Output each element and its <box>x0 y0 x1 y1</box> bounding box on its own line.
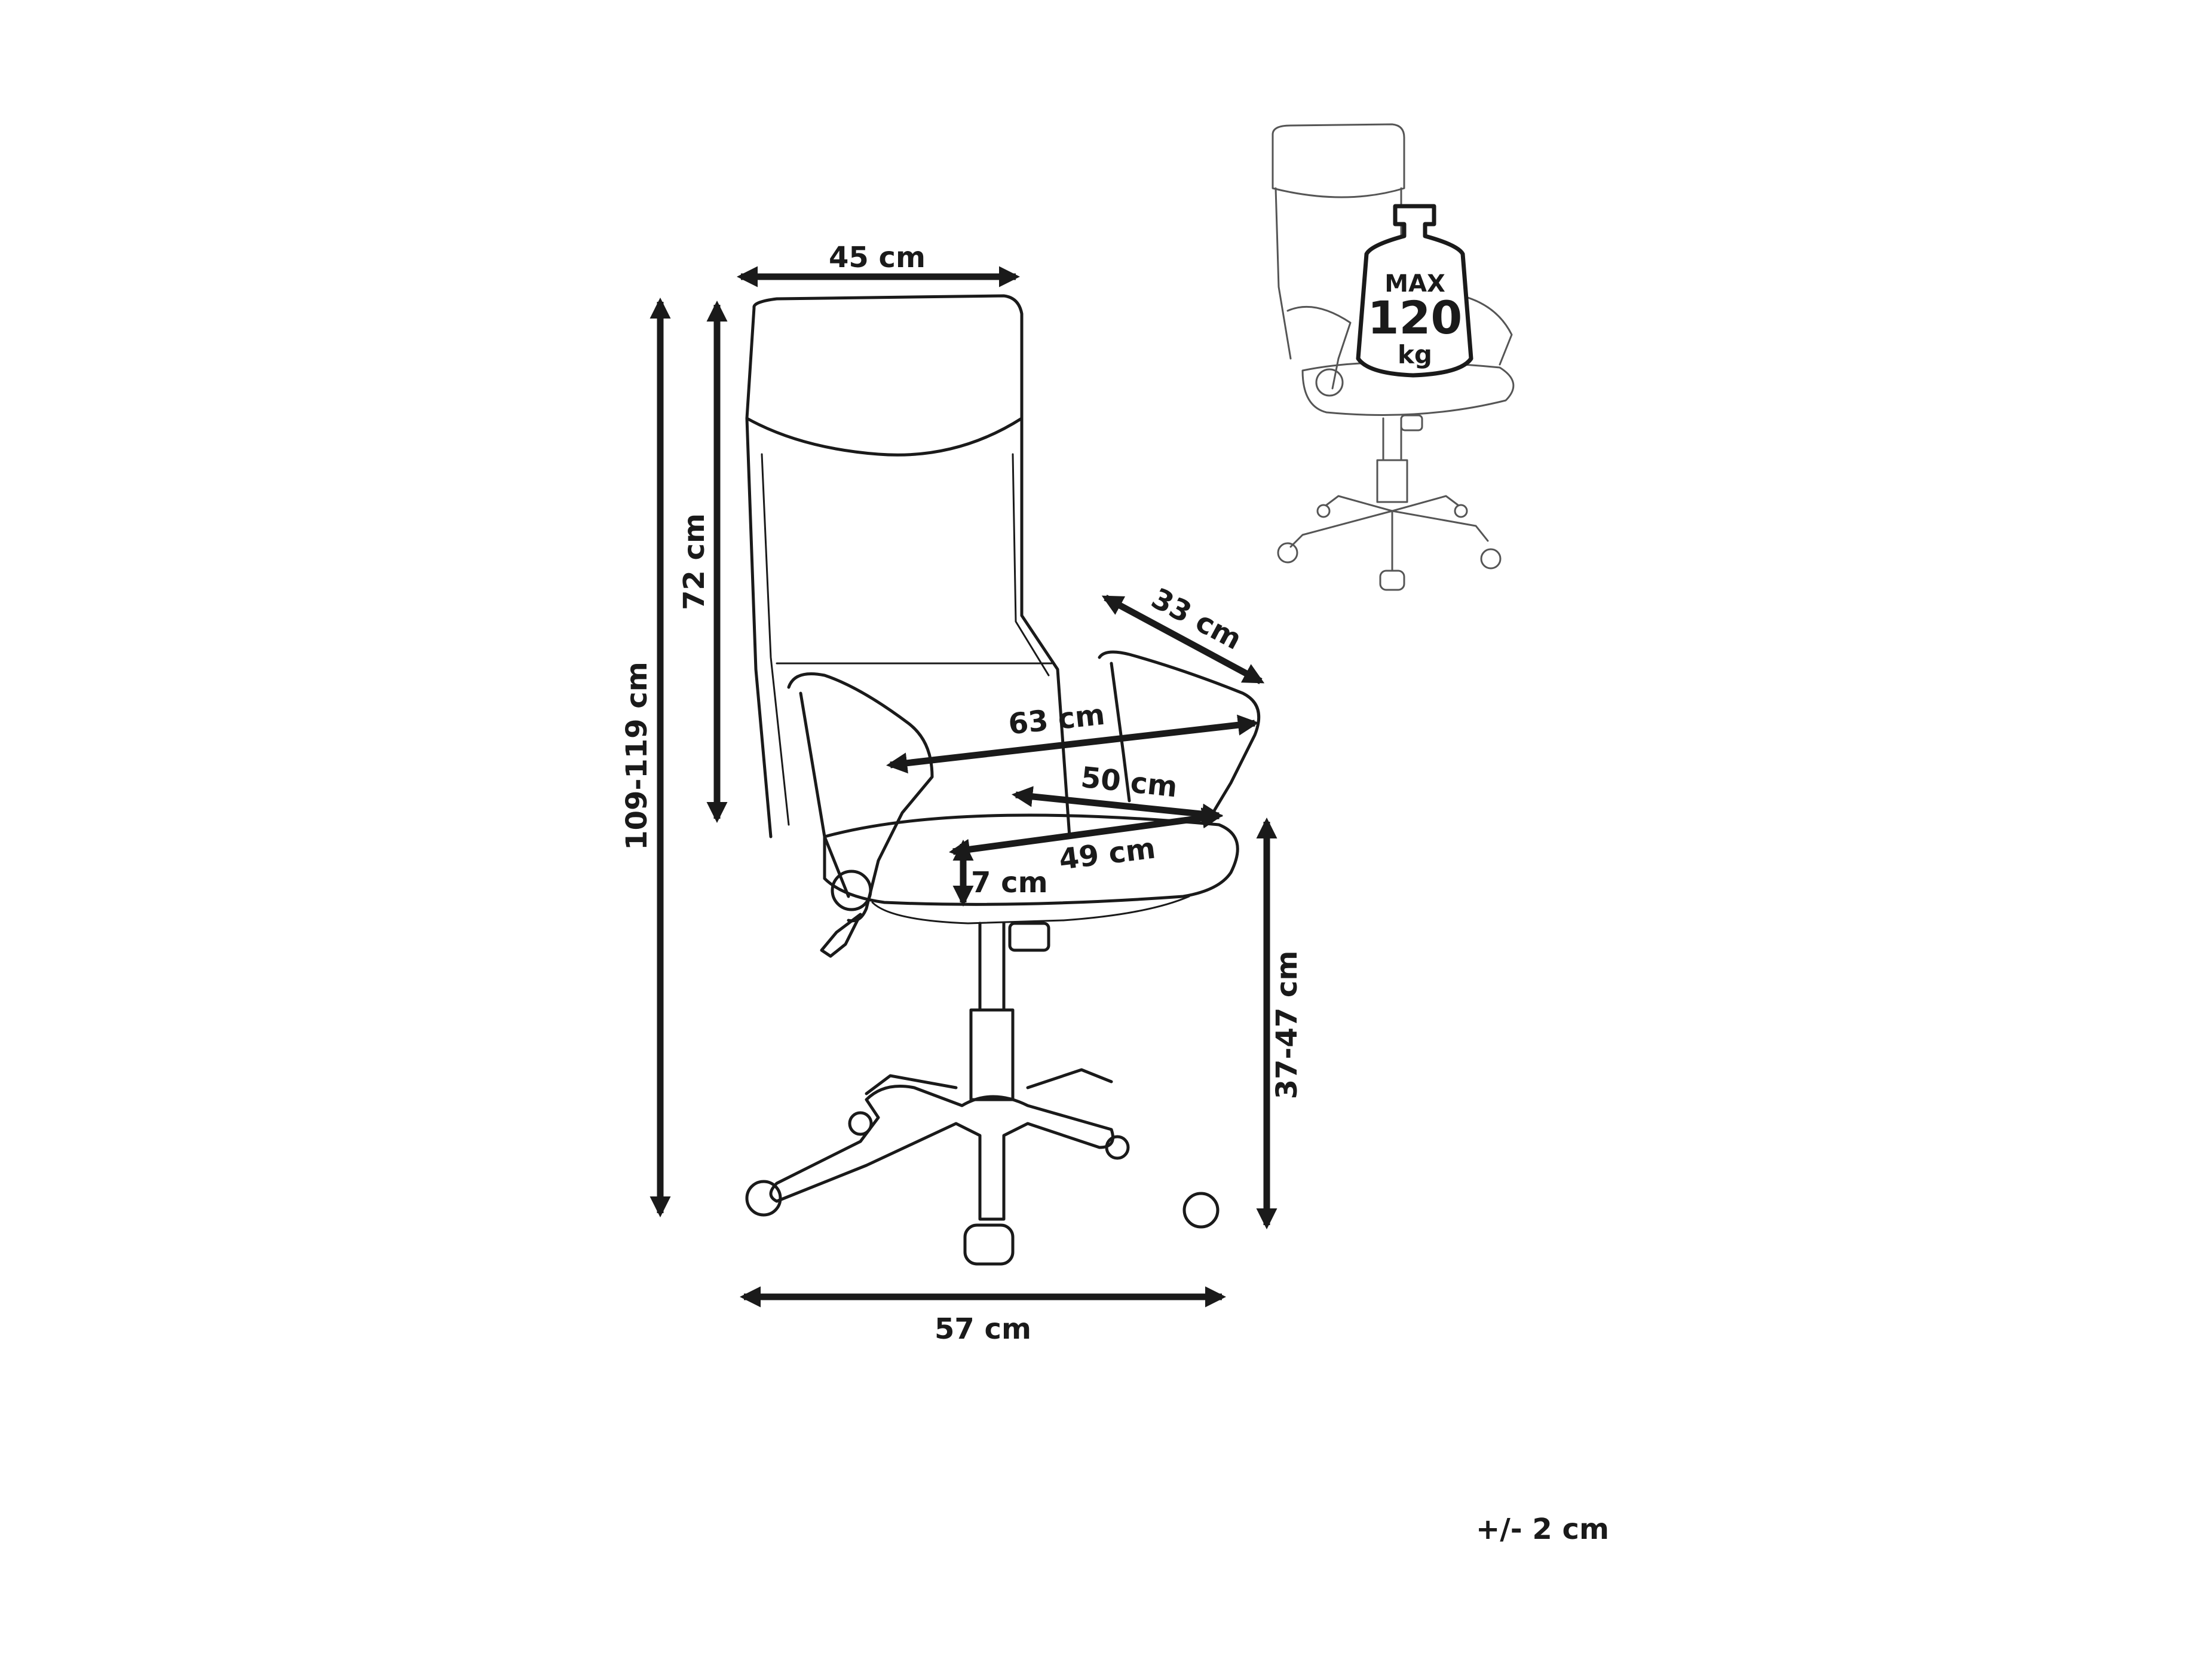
arrow-overall-width <box>886 714 1259 774</box>
headrest <box>745 294 1024 457</box>
dimension-labels: 45 cm 72 cm 109-119 cm 33 cm 63 cm 50 cm… <box>620 241 1304 1346</box>
label-overall-width: 63 cm <box>1007 698 1107 742</box>
caster-front <box>963 1223 1015 1266</box>
dimension-arrows <box>649 266 1277 1308</box>
max-load-value: 120 <box>1368 291 1463 344</box>
arrow-seat-width <box>1011 786 1224 825</box>
star-base-arm-back <box>865 1068 1113 1095</box>
height-lever <box>820 913 862 958</box>
backrest-frame <box>745 417 1071 838</box>
small-gas-lift <box>1376 417 1408 503</box>
small-caster-back-right <box>1454 504 1468 518</box>
arrow-seat-depth <box>949 807 1223 860</box>
small-armrest-knob <box>1315 368 1344 397</box>
backrest-mesh <box>761 453 1053 826</box>
small-caster-back-left <box>1316 504 1331 518</box>
small-caster-right <box>1480 548 1502 570</box>
weight-icon <box>1356 204 1473 378</box>
max-load-prefix: MAX <box>1384 270 1445 298</box>
small-headrest <box>1272 123 1405 198</box>
label-seat-thickness: 7 cm <box>971 866 1048 899</box>
small-caster-left <box>1277 542 1298 564</box>
label-base-width: 57 cm <box>935 1312 1031 1346</box>
tilt-knob <box>1008 922 1050 952</box>
caster-right <box>1182 1192 1220 1229</box>
star-base <box>769 1085 1114 1221</box>
label-backrest-height: 72 cm <box>678 513 711 610</box>
caster-back-right <box>1105 1135 1130 1160</box>
main-chair-drawing <box>745 294 1261 1266</box>
small-tilt-knob <box>1400 414 1423 431</box>
label-seat-height: 37-47 cm <box>1270 951 1304 1100</box>
left-armrest <box>787 672 934 923</box>
left-armrest-knob <box>831 870 872 911</box>
max-load-weight: MAX 120 kg <box>1356 204 1473 378</box>
label-backrest-width: 45 cm <box>829 241 926 274</box>
arrow-armrest-length <box>1101 595 1265 684</box>
label-total-height: 109-119 cm <box>620 662 654 850</box>
seat-underside <box>871 895 1190 925</box>
max-load-unit: kg <box>1398 340 1432 369</box>
label-seat-width: 50 cm <box>1079 761 1179 804</box>
tolerance-note: +/- 2 cm <box>1476 1513 1609 1546</box>
small-caster-front <box>1379 570 1405 591</box>
caster-back-left <box>848 1111 873 1136</box>
caster-left <box>745 1180 782 1217</box>
gas-lift <box>969 922 1015 1101</box>
small-star-base <box>1289 495 1489 572</box>
